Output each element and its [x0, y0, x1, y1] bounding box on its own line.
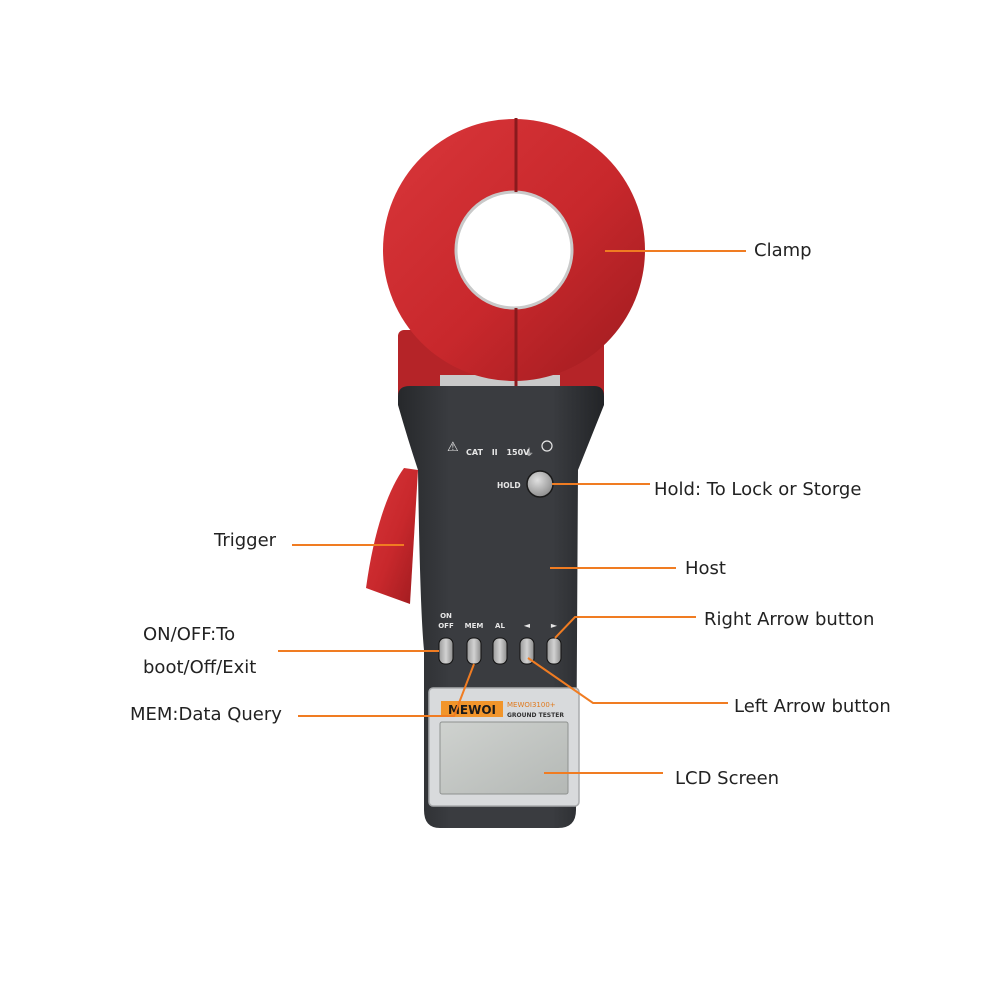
double-insulation-icon [541, 440, 553, 452]
label-onoff-line2: boot/Off/Exit [143, 657, 257, 678]
clamp-hole [454, 190, 574, 310]
product-subtitle: GROUND TESTER [507, 712, 564, 719]
warning-icon: ⚠ [447, 440, 459, 455]
label-hold: Hold: To Lock or Storge [654, 479, 862, 500]
label-clamp: Clamp [754, 240, 812, 261]
al-key-label: AL [495, 622, 505, 630]
right-key-label: ► [551, 621, 558, 630]
al-button[interactable] [492, 637, 508, 665]
hold-key-label: HOLD [497, 481, 521, 490]
leader-mem [298, 663, 475, 717]
label-lcd: LCD Screen [675, 768, 780, 789]
label-right-arrow: Right Arrow button [704, 609, 875, 630]
leader-right-arrow [554, 616, 696, 639]
right-arrow-button[interactable] [546, 637, 562, 665]
on-key-label-top: ON [440, 612, 452, 620]
label-onoff-line1: ON/OFF:To [143, 624, 236, 645]
left-key-label: ◄ [524, 621, 531, 630]
on-key-label-bottom: OFF [438, 622, 454, 630]
leader-lines [278, 250, 746, 774]
hold-button[interactable] [526, 470, 554, 498]
label-trigger: Trigger [214, 530, 277, 551]
leader-left-arrow [527, 657, 728, 704]
lcd-screen [439, 721, 569, 795]
svg-text:CAT II 150V: CAT II 150V [466, 448, 530, 457]
on-off-button[interactable] [438, 637, 454, 665]
mem-button[interactable] [466, 637, 482, 665]
label-mem: MEM:Data Query [130, 704, 282, 725]
mem-key-label: MEM [465, 622, 484, 630]
ground-symbol-icon: ⏚ [524, 447, 534, 459]
cat-level: II [492, 448, 498, 457]
brand-logo: MEWOI [448, 703, 496, 717]
label-host: Host [685, 558, 726, 579]
left-arrow-button[interactable] [519, 637, 535, 665]
brand-plate [441, 701, 503, 717]
model-name: MEWOI3100+ [507, 701, 556, 709]
trigger [366, 468, 418, 604]
voltage-rating: 150V [506, 448, 530, 457]
cat-text: CAT [466, 448, 483, 457]
label-left-arrow: Left Arrow button [734, 696, 891, 717]
